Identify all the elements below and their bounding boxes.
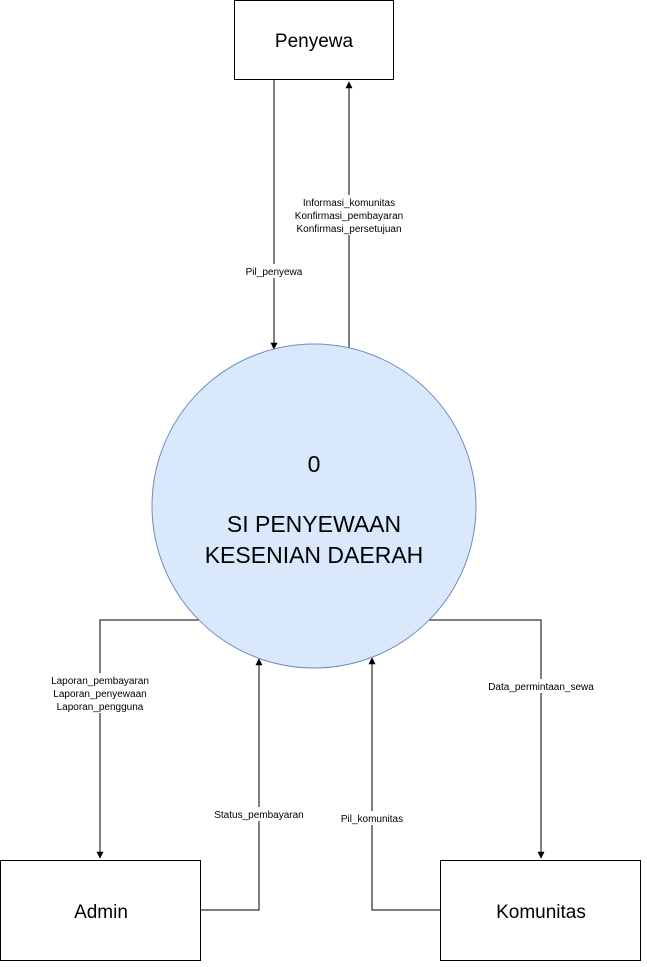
entity-admin-box[interactable] bbox=[0, 860, 201, 961]
flow-label-bg bbox=[481, 679, 601, 693]
flow-data-permintaan-sewa-line bbox=[428, 619, 545, 859]
flow-admin-reports-line bbox=[96, 619, 200, 859]
entity-komunitas[interactable]: Komunitas bbox=[440, 860, 641, 961]
flow-pil-komunitas-line bbox=[368, 657, 440, 911]
flow-label-pil-komunitas: Pil_komunitas bbox=[341, 814, 403, 825]
process-circle[interactable] bbox=[151, 343, 477, 669]
entity-penyewa-label: Penyewa bbox=[275, 31, 354, 52]
flow-label-laporan-pengguna: Laporan_pengguna bbox=[57, 702, 144, 713]
entity-admin[interactable]: Admin bbox=[0, 860, 201, 961]
entity-admin-label: Admin bbox=[74, 902, 128, 923]
flow-label-bg bbox=[44, 673, 157, 713]
flow-label-data-permintaan-sewa: Data_permintaan_sewa bbox=[488, 682, 594, 693]
entity-komunitas-box[interactable] bbox=[440, 860, 641, 961]
flow-label-bg bbox=[335, 811, 409, 825]
entity-penyewa-box[interactable] bbox=[234, 0, 394, 80]
entity-penyewa[interactable]: Penyewa bbox=[234, 0, 394, 80]
process-name-line1: SI PENYEWAAN bbox=[227, 511, 401, 537]
process-number: 0 bbox=[308, 451, 321, 477]
flow-label-informasi-komunitas: Informasi_komunitas bbox=[303, 198, 395, 209]
flow-label-bg bbox=[240, 264, 307, 278]
flow-status-pembayaran-line bbox=[201, 658, 263, 911]
flow-label-konfirmasi-pembayaran: Konfirmasi_pembayaran bbox=[295, 211, 403, 222]
process-name-line2: KESENIAN DAERAH bbox=[205, 542, 424, 568]
flow-label-konfirmasi-persetujuan: Konfirmasi_persetujuan bbox=[296, 224, 401, 235]
flow-label-bg bbox=[289, 195, 410, 235]
flow-label-status-pembayaran: Status_pembayaran bbox=[214, 810, 304, 821]
flow-label-pil-penyewa: Pil_penyewa bbox=[246, 267, 303, 278]
flow-label-laporan-penyewaan: Laporan_penyewaan bbox=[53, 689, 146, 700]
entity-komunitas-label: Komunitas bbox=[496, 902, 586, 923]
flow-label-laporan-pembayaran: Laporan_pembayaran bbox=[51, 676, 149, 687]
flow-label-bg bbox=[207, 807, 310, 821]
